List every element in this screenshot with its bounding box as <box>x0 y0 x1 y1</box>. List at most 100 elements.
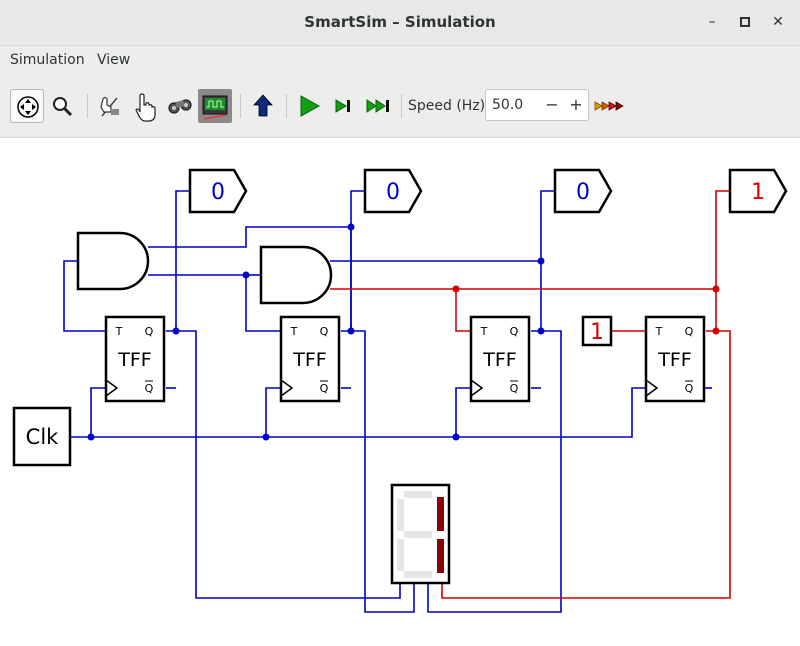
tff-label: TFF <box>657 349 691 371</box>
close-button[interactable]: ✕ <box>772 14 784 30</box>
clock-box <box>12 406 72 467</box>
wire <box>166 330 401 599</box>
junction-dot <box>242 271 250 279</box>
output-probe-3[interactable]: 0 <box>553 168 613 214</box>
t-pin-label: T <box>480 325 488 338</box>
clock-triangle-icon <box>105 379 119 397</box>
output-probe-shape <box>728 168 788 214</box>
output-probe-4[interactable]: 1 <box>728 168 788 214</box>
and-gate-2[interactable] <box>259 245 333 305</box>
clock-triangle-icon <box>280 379 294 397</box>
junction-dot <box>87 433 95 441</box>
speed-label: Speed (Hz): <box>408 98 490 114</box>
low-wires <box>63 190 712 613</box>
speed-spinbox: − + <box>485 89 589 121</box>
and-gate-1[interactable] <box>76 231 150 291</box>
upload-button[interactable] <box>246 89 280 123</box>
q-pin-label: Q <box>685 325 694 338</box>
tff-label: TFF <box>117 349 151 371</box>
segment-g <box>404 531 432 538</box>
speed-input[interactable] <box>492 96 536 114</box>
window-title: SmartSim – Simulation <box>304 13 496 31</box>
qbar-pin-label: Q <box>685 382 694 395</box>
segment-e <box>397 539 404 571</box>
constant-box <box>581 315 613 347</box>
seven-segment-display[interactable] <box>390 483 451 585</box>
output-probe-2[interactable]: 0 <box>363 168 423 214</box>
junction-dot <box>712 285 720 293</box>
tff-3[interactable]: T Q TFF Q <box>469 315 531 403</box>
zoom-tool-button[interactable] <box>46 89 80 123</box>
tff-2[interactable]: T Q TFF Q <box>279 315 341 403</box>
toolbar: Speed (Hz): − + <box>0 76 800 138</box>
run-button[interactable] <box>292 89 326 123</box>
qbar-pin-label: Q <box>320 382 329 395</box>
pan-tool-button[interactable] <box>10 89 44 123</box>
simulate-mode-button[interactable] <box>198 89 232 123</box>
junction-dot <box>452 285 460 293</box>
burst-arrows-icon <box>594 101 624 111</box>
junction-dot <box>172 327 180 335</box>
junction-dot <box>347 223 355 231</box>
segment-d <box>404 571 432 578</box>
segment-b <box>437 497 444 531</box>
junction-dot <box>537 327 545 335</box>
toolbar-separator <box>401 94 402 118</box>
tff-label: TFF <box>292 349 326 371</box>
clock-triangle-icon <box>470 379 484 397</box>
high-junctions <box>452 285 720 335</box>
tff-4[interactable]: T Q TFF Q <box>644 315 706 403</box>
output-value: 0 <box>386 180 400 205</box>
speed-decrement-button[interactable]: − <box>545 95 559 114</box>
play-icon <box>300 95 321 117</box>
constant-value: 1 <box>590 320 604 345</box>
t-pin-label: T <box>115 325 123 338</box>
pan-arrows-icon <box>17 96 39 118</box>
wire-edit-tool-button[interactable] <box>93 89 127 123</box>
wire <box>455 387 471 437</box>
junction-dot <box>537 257 545 265</box>
probe-tool-button[interactable] <box>163 89 197 123</box>
pointer-hand-tool-button[interactable] <box>128 89 162 123</box>
wire <box>427 330 562 613</box>
burst-button[interactable] <box>591 89 625 123</box>
output-value: 1 <box>751 180 765 205</box>
oscilloscope-icon <box>202 95 228 120</box>
wire <box>441 330 731 599</box>
high-wires <box>330 190 731 599</box>
segment-f <box>397 499 404 531</box>
constant-input[interactable]: 1 <box>581 315 613 347</box>
clock-source[interactable]: Clk <box>12 406 72 467</box>
toolbar-separator <box>286 94 287 118</box>
magnifier-icon <box>53 97 73 117</box>
circuit-canvas[interactable]: T Q TFF Q T Q TFF Q T Q TFF Q T Q TFF Q … <box>0 138 800 646</box>
binoculars-icon <box>168 99 192 114</box>
fast-forward-button[interactable] <box>361 89 395 123</box>
tff-1[interactable]: T Q TFF Q <box>104 315 166 403</box>
qbar-pin-label: Q <box>510 382 519 395</box>
toolbar-separator <box>240 94 241 118</box>
menu-view[interactable]: View <box>97 52 131 68</box>
step-icon <box>335 99 350 113</box>
wire <box>265 387 281 437</box>
clock-triangle-icon <box>645 379 659 397</box>
q-pin-label: Q <box>510 325 519 338</box>
tff-label: TFF <box>482 349 516 371</box>
output-probe-1[interactable]: 0 <box>188 168 248 214</box>
minimize-button[interactable]: – <box>708 14 716 30</box>
hand-pointer-icon <box>135 93 156 122</box>
wire <box>245 275 281 332</box>
wire <box>148 226 351 248</box>
junction-dot <box>262 433 270 441</box>
q-pin-label: Q <box>145 325 154 338</box>
speed-increment-button[interactable]: + <box>569 95 583 114</box>
maximize-button[interactable] <box>735 12 755 32</box>
t-pin-label: T <box>655 325 663 338</box>
maximize-icon <box>740 17 750 27</box>
wire <box>175 190 190 331</box>
step-button[interactable] <box>326 89 360 123</box>
wire <box>71 387 646 438</box>
wire <box>63 260 106 332</box>
menu-simulation[interactable]: Simulation <box>10 52 85 68</box>
output-probe-shape <box>363 168 423 214</box>
